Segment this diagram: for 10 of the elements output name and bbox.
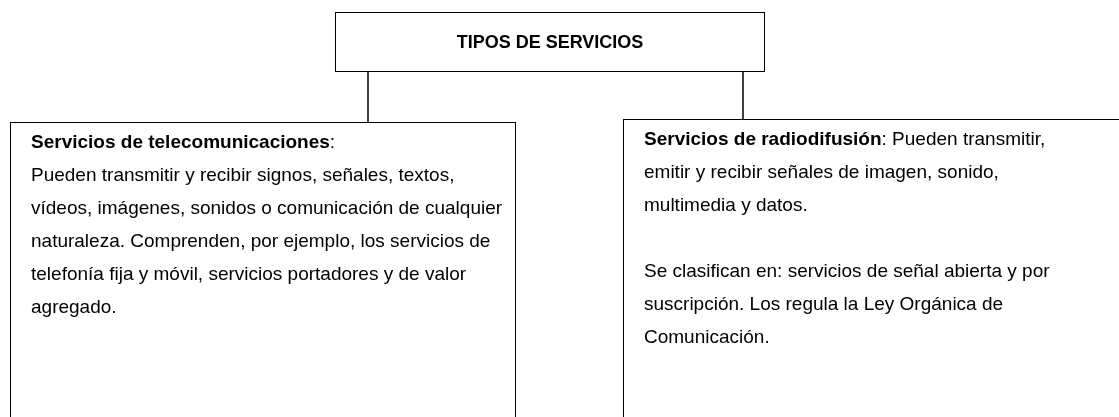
paragraph: Se clasifican en: servicios de señal abierta y por suscripción. Los regula la Ley Orgánica de Comunicación. bbox=[644, 259, 1051, 349]
paragraph: Servicios de radiodifusión: Pueden transmitir, emitir y recibir señales de imagen, sonido, multimedia y datos. bbox=[644, 127, 1047, 217]
title-text: TIPOS DE SERVICIOS bbox=[456, 30, 644, 54]
text-box bbox=[10, 122, 516, 417]
connector-line bbox=[742, 71, 744, 120]
paragraph: Servicios de telecomunicaciones: bbox=[31, 130, 337, 154]
paragraph: Pueden transmitir y recibir signos, señales, textos, vídeos, imágenes, sonidos o comunicación de cualquier naturaleza. Comprenden, por ejemplo, los servicios de telefonía fija y móvil, servicios portadores y de valor agregado. bbox=[31, 163, 504, 319]
title-box bbox=[335, 12, 765, 72]
connector-line bbox=[367, 71, 369, 123]
text-box bbox=[623, 119, 1119, 417]
